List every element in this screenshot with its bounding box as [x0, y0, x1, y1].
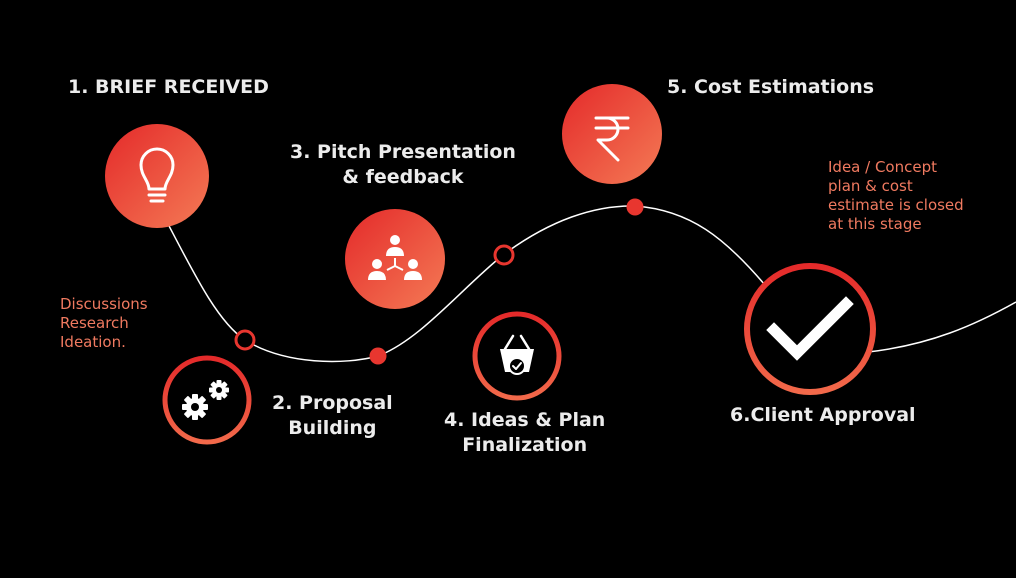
rupee-icon: [594, 116, 630, 162]
gears-icon: [182, 380, 229, 420]
note-line: at this stage: [828, 215, 922, 233]
lightbulb-icon: [139, 147, 175, 203]
note-line: Ideation.: [60, 333, 126, 351]
discussion-note: Discussions Research Ideation.: [60, 295, 148, 352]
step-3-title-line: 3. Pitch Presentation: [290, 141, 516, 163]
step-4-title-line: 4. Ideas & Plan: [444, 409, 606, 431]
note-line: Research: [60, 314, 129, 332]
note-line: Discussions: [60, 295, 148, 313]
path-marker-filled: [626, 198, 644, 216]
checkmark-icon: [766, 296, 854, 361]
step-4-title: 4. Ideas & Plan Finalization: [444, 408, 605, 458]
step-6-title-line: 6.Client Approval: [730, 404, 916, 426]
step-1-title-line: 1. BRIEF RECEIVED: [68, 76, 269, 98]
step-2-title: 2. Proposal Building: [272, 391, 393, 441]
step-5-title-line: 5. Cost Estimations: [667, 76, 875, 98]
step-5-node: [562, 84, 662, 184]
path-marker-hollow: [493, 244, 515, 266]
step-5-title: 5. Cost Estimations: [667, 75, 874, 100]
basket-check-icon: [500, 334, 534, 375]
step-1-node: [105, 124, 209, 228]
step-4-node: [472, 311, 562, 401]
step-2-title-line: Building: [288, 417, 377, 439]
step-3-node: [345, 209, 445, 309]
flow-path: [157, 204, 1016, 363]
step-3-title: 3. Pitch Presentation & feedback: [290, 140, 516, 190]
step-2-node: [162, 355, 252, 445]
note-line: plan & cost: [828, 177, 913, 195]
step-2-title-line: 2. Proposal: [272, 392, 393, 414]
note-line: Idea / Concept: [828, 158, 937, 176]
closure-note: Idea / Concept plan & cost estimate is c…: [828, 158, 964, 234]
step-6-title: 6.Client Approval: [730, 403, 916, 428]
path-marker-hollow: [234, 329, 256, 351]
note-line: estimate is closed: [828, 196, 964, 214]
step-4-title-line: Finalization: [462, 434, 588, 456]
step-6-node: [744, 263, 876, 395]
path-marker-filled: [369, 347, 387, 365]
step-3-title-line: & feedback: [342, 166, 464, 188]
team-icon: [368, 235, 422, 280]
step-1-title: 1. BRIEF RECEIVED: [68, 75, 269, 100]
